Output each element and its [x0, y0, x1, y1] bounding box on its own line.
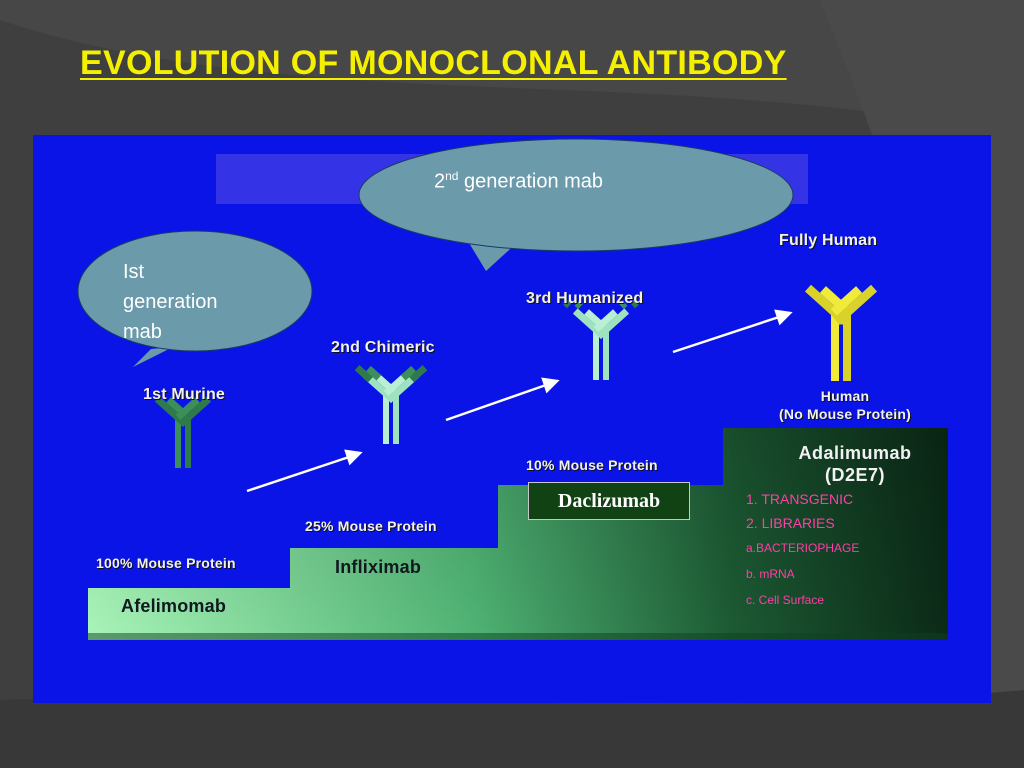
- murine-antibody-icon: [154, 396, 212, 468]
- drug-afelimomab: Afelimomab: [121, 596, 227, 616]
- drug-infliximab: Infliximab: [335, 557, 422, 577]
- drug-daclizumab: Daclizumab: [528, 482, 690, 520]
- arrow-2-icon: [445, 377, 560, 422]
- second-generation-bubble: [358, 138, 794, 271]
- second-gen-suffix: generation mab: [458, 170, 604, 193]
- bubble-line-3: mab: [123, 321, 162, 343]
- human-title: Fully Human: [779, 232, 878, 249]
- second-gen-prefix: 2: [434, 170, 446, 193]
- human-protein-line-2: (No Mouse Protein): [779, 406, 911, 422]
- murine-title: 1st Murine: [143, 386, 226, 403]
- human-protein-line-1: Human: [820, 388, 870, 404]
- adalimumab-line-2: (D2E7): [824, 465, 885, 485]
- human-protein: Human (No Mouse Protein): [755, 387, 935, 423]
- drug-adalimumab: Adalimumab (D2E7): [750, 442, 960, 486]
- first-generation-bubble: [77, 230, 313, 367]
- arrow-1-icon: [246, 449, 363, 493]
- second-generation-label: 2nd generation mab: [434, 161, 603, 197]
- first-generation-label: Ist generation mab: [123, 257, 218, 347]
- method-item-1: 1. TRANSGENIC: [746, 491, 854, 507]
- slide-title: EVOLUTION OF MONOCLONAL ANTIBODY: [80, 44, 787, 82]
- chimeric-protein: 25% Mouse Protein: [305, 518, 437, 534]
- method-sub-a: a.BACTERIOPHAGE: [746, 541, 860, 555]
- adalimumab-line-1: Adalimumab: [798, 443, 912, 463]
- method-item-2: 2. LIBRARIES: [746, 515, 835, 531]
- diagram-graphics: [77, 138, 948, 640]
- humanized-protein: 10% Mouse Protein: [526, 457, 658, 473]
- humanized-title: 3rd Humanized: [526, 290, 644, 307]
- diagram-panel: Ist generation mab 2nd generation mab 1s…: [33, 135, 991, 703]
- method-sub-c: c. Cell Surface: [746, 593, 825, 607]
- method-sub-b: b. mRNA: [746, 567, 795, 581]
- bubble-line-1: Ist: [123, 261, 145, 283]
- murine-protein: 100% Mouse Protein: [96, 555, 236, 571]
- arrow-3-icon: [672, 309, 793, 354]
- human-antibody-icon: [804, 284, 878, 381]
- humanized-antibody-icon: [563, 299, 639, 380]
- chimeric-title: 2nd Chimeric: [331, 339, 435, 356]
- bubble-line-2: generation: [123, 291, 218, 313]
- second-gen-sup: nd: [445, 169, 459, 183]
- chimeric-antibody-icon: [354, 365, 428, 444]
- methods-list: 1. TRANSGENIC 2. LIBRARIES a.BACTERIOPHA…: [746, 487, 859, 613]
